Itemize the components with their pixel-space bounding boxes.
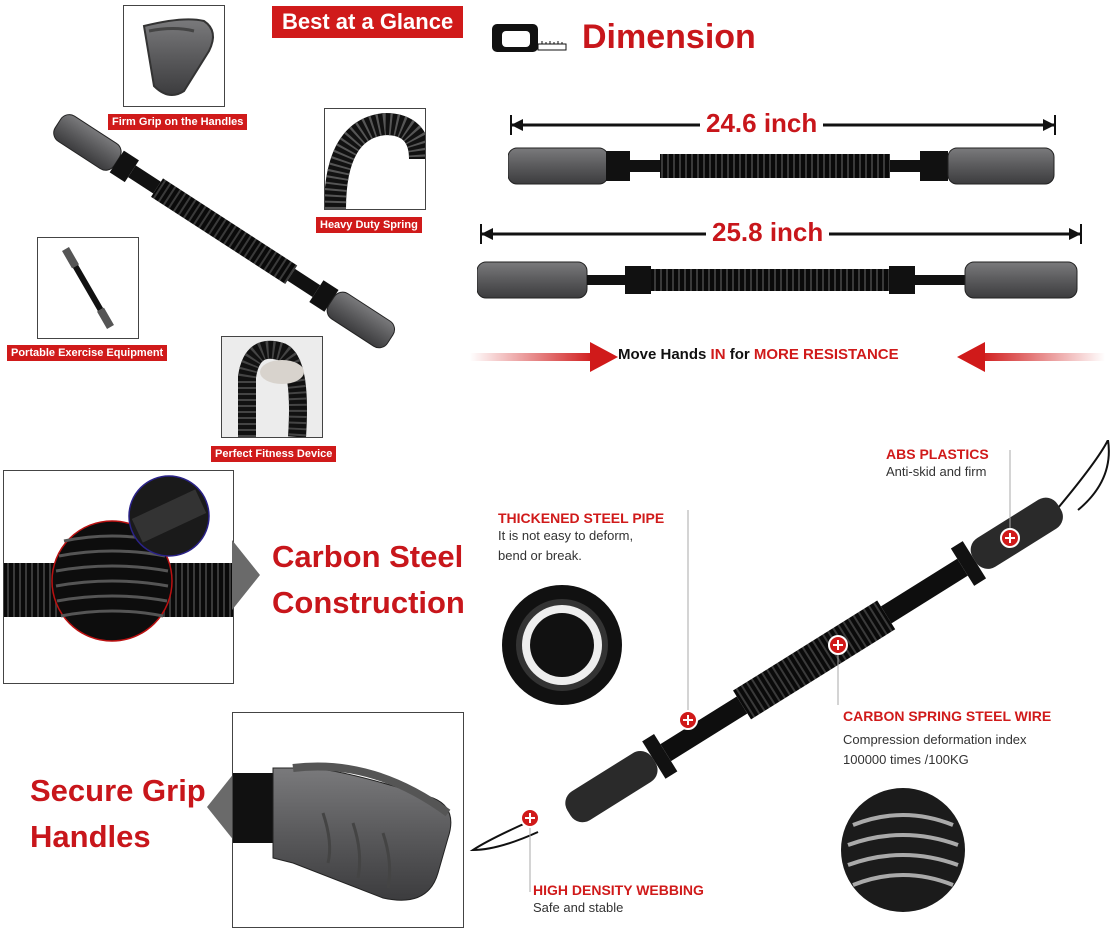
- coil-image: [325, 112, 425, 209]
- spec-wire-title: CARBON SPRING STEEL WIRE: [843, 708, 1052, 724]
- resistance-prefix: Move Hands: [618, 346, 711, 363]
- spring-thumbnail: [324, 108, 426, 210]
- spec-webbing: HIGH DENSITY WEBBING Safe and stable: [533, 882, 704, 918]
- spring-label: Heavy Duty Spring: [316, 217, 422, 233]
- spec-webbing-desc: Safe and stable: [533, 900, 624, 915]
- resistance-more: MORE RESISTANCE: [753, 346, 899, 363]
- resistance-in: IN: [710, 346, 726, 363]
- spec-abs-desc: Anti-skid and firm: [886, 464, 987, 479]
- spec-diagram-image: [469, 440, 1110, 912]
- diagonal-arm-bar-image: [53, 114, 396, 349]
- pointer-right-icon: [232, 540, 260, 610]
- tape-measure-icon: [492, 24, 567, 52]
- grip-label: Firm Grip on the Handles: [108, 114, 248, 130]
- spec-pipe-desc1: It is not easy to deform,: [498, 528, 634, 543]
- short-length-label: 24.6 inch: [700, 109, 824, 137]
- spec-wire-desc1: Compression deformation index: [843, 732, 1027, 747]
- grip-handle-image: [232, 712, 464, 928]
- bent-bar-image: [222, 337, 322, 437]
- spec-wire: CARBON SPRING STEEL WIRE Compression def…: [843, 708, 1051, 770]
- long-length-label: 25.8 inch: [706, 218, 830, 246]
- secure-grip-heading: Secure Grip Handles: [30, 768, 206, 860]
- spec-pipe-desc2: bend or break.: [498, 548, 582, 563]
- resistance-text: Move Hands IN for MORE RESISTANCE: [618, 346, 899, 363]
- bar-compressed-image: [508, 147, 1055, 185]
- grip-line2: Handles: [30, 819, 151, 854]
- carbon-steel-heading: Carbon Steel Construction: [272, 534, 465, 626]
- glance-title: Best at a Glance: [272, 6, 464, 38]
- carbon-line1: Carbon Steel: [272, 539, 464, 574]
- spec-webbing-title: HIGH DENSITY WEBBING: [533, 882, 704, 898]
- plus-marker-icon: [520, 528, 1020, 828]
- carbon-line2: Construction: [272, 585, 465, 620]
- pointer-left-icon: [207, 772, 235, 842]
- spec-pipe: THICKENED STEEL PIPE It is not easy to d…: [498, 510, 664, 566]
- handle-image: [142, 18, 214, 96]
- bar-extended-image: [477, 261, 1078, 299]
- arrow-left-icon: [957, 342, 1105, 372]
- fitness-thumbnail: [221, 336, 323, 438]
- spec-pipe-title: THICKENED STEEL PIPE: [498, 510, 665, 526]
- spec-abs-title: ABS PLASTICS: [886, 446, 989, 462]
- small-bar-image: [62, 247, 114, 329]
- portable-thumbnail: [37, 237, 139, 339]
- resistance-mid: for: [725, 346, 754, 363]
- fitness-label: Perfect Fitness Device: [211, 446, 337, 462]
- dimension-title: Dimension: [582, 18, 756, 56]
- carbon-steel-image: [3, 470, 234, 684]
- grip-line1: Secure Grip: [30, 773, 206, 808]
- portable-label: Portable Exercise Equipment: [7, 345, 168, 361]
- arrow-right-icon: [470, 342, 618, 372]
- spec-wire-desc2: 100000 times /100KG: [843, 752, 969, 767]
- grip-thumbnail: [123, 5, 225, 107]
- spec-abs: ABS PLASTICS Anti-skid and firm: [886, 446, 989, 482]
